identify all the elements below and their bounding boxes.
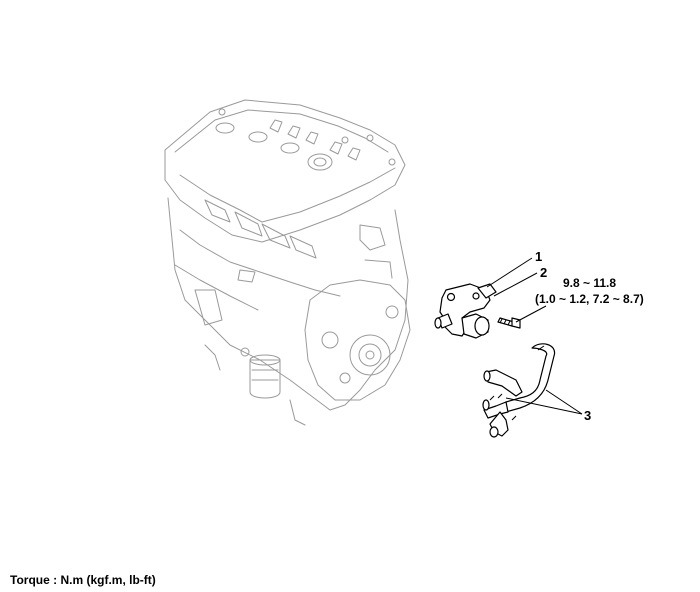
engine-block-illustration — [164, 99, 411, 426]
leader-line-2 — [493, 272, 538, 297]
torque-spec-nm: 9.8 ~ 11.8 — [563, 276, 617, 290]
leader-line-torque — [515, 305, 547, 323]
coolant-hose — [482, 343, 556, 438]
callout-3: 3 — [584, 408, 592, 423]
torque-units-note: Torque : N.m (kgf.m, lb-ft) — [10, 573, 156, 587]
torque-spec-converted: (1.0 ~ 1.2, 7.2 ~ 8.7) — [535, 292, 644, 306]
leader-line-1 — [486, 257, 533, 288]
water-outlet-fitting — [434, 283, 497, 339]
leader-lines — [486, 257, 583, 415]
leader-line-3a — [505, 397, 583, 415]
leader-line-3b — [545, 389, 583, 415]
callout-2: 2 — [540, 265, 548, 280]
callout-1: 1 — [535, 249, 543, 264]
mounting-bolt — [497, 317, 521, 329]
